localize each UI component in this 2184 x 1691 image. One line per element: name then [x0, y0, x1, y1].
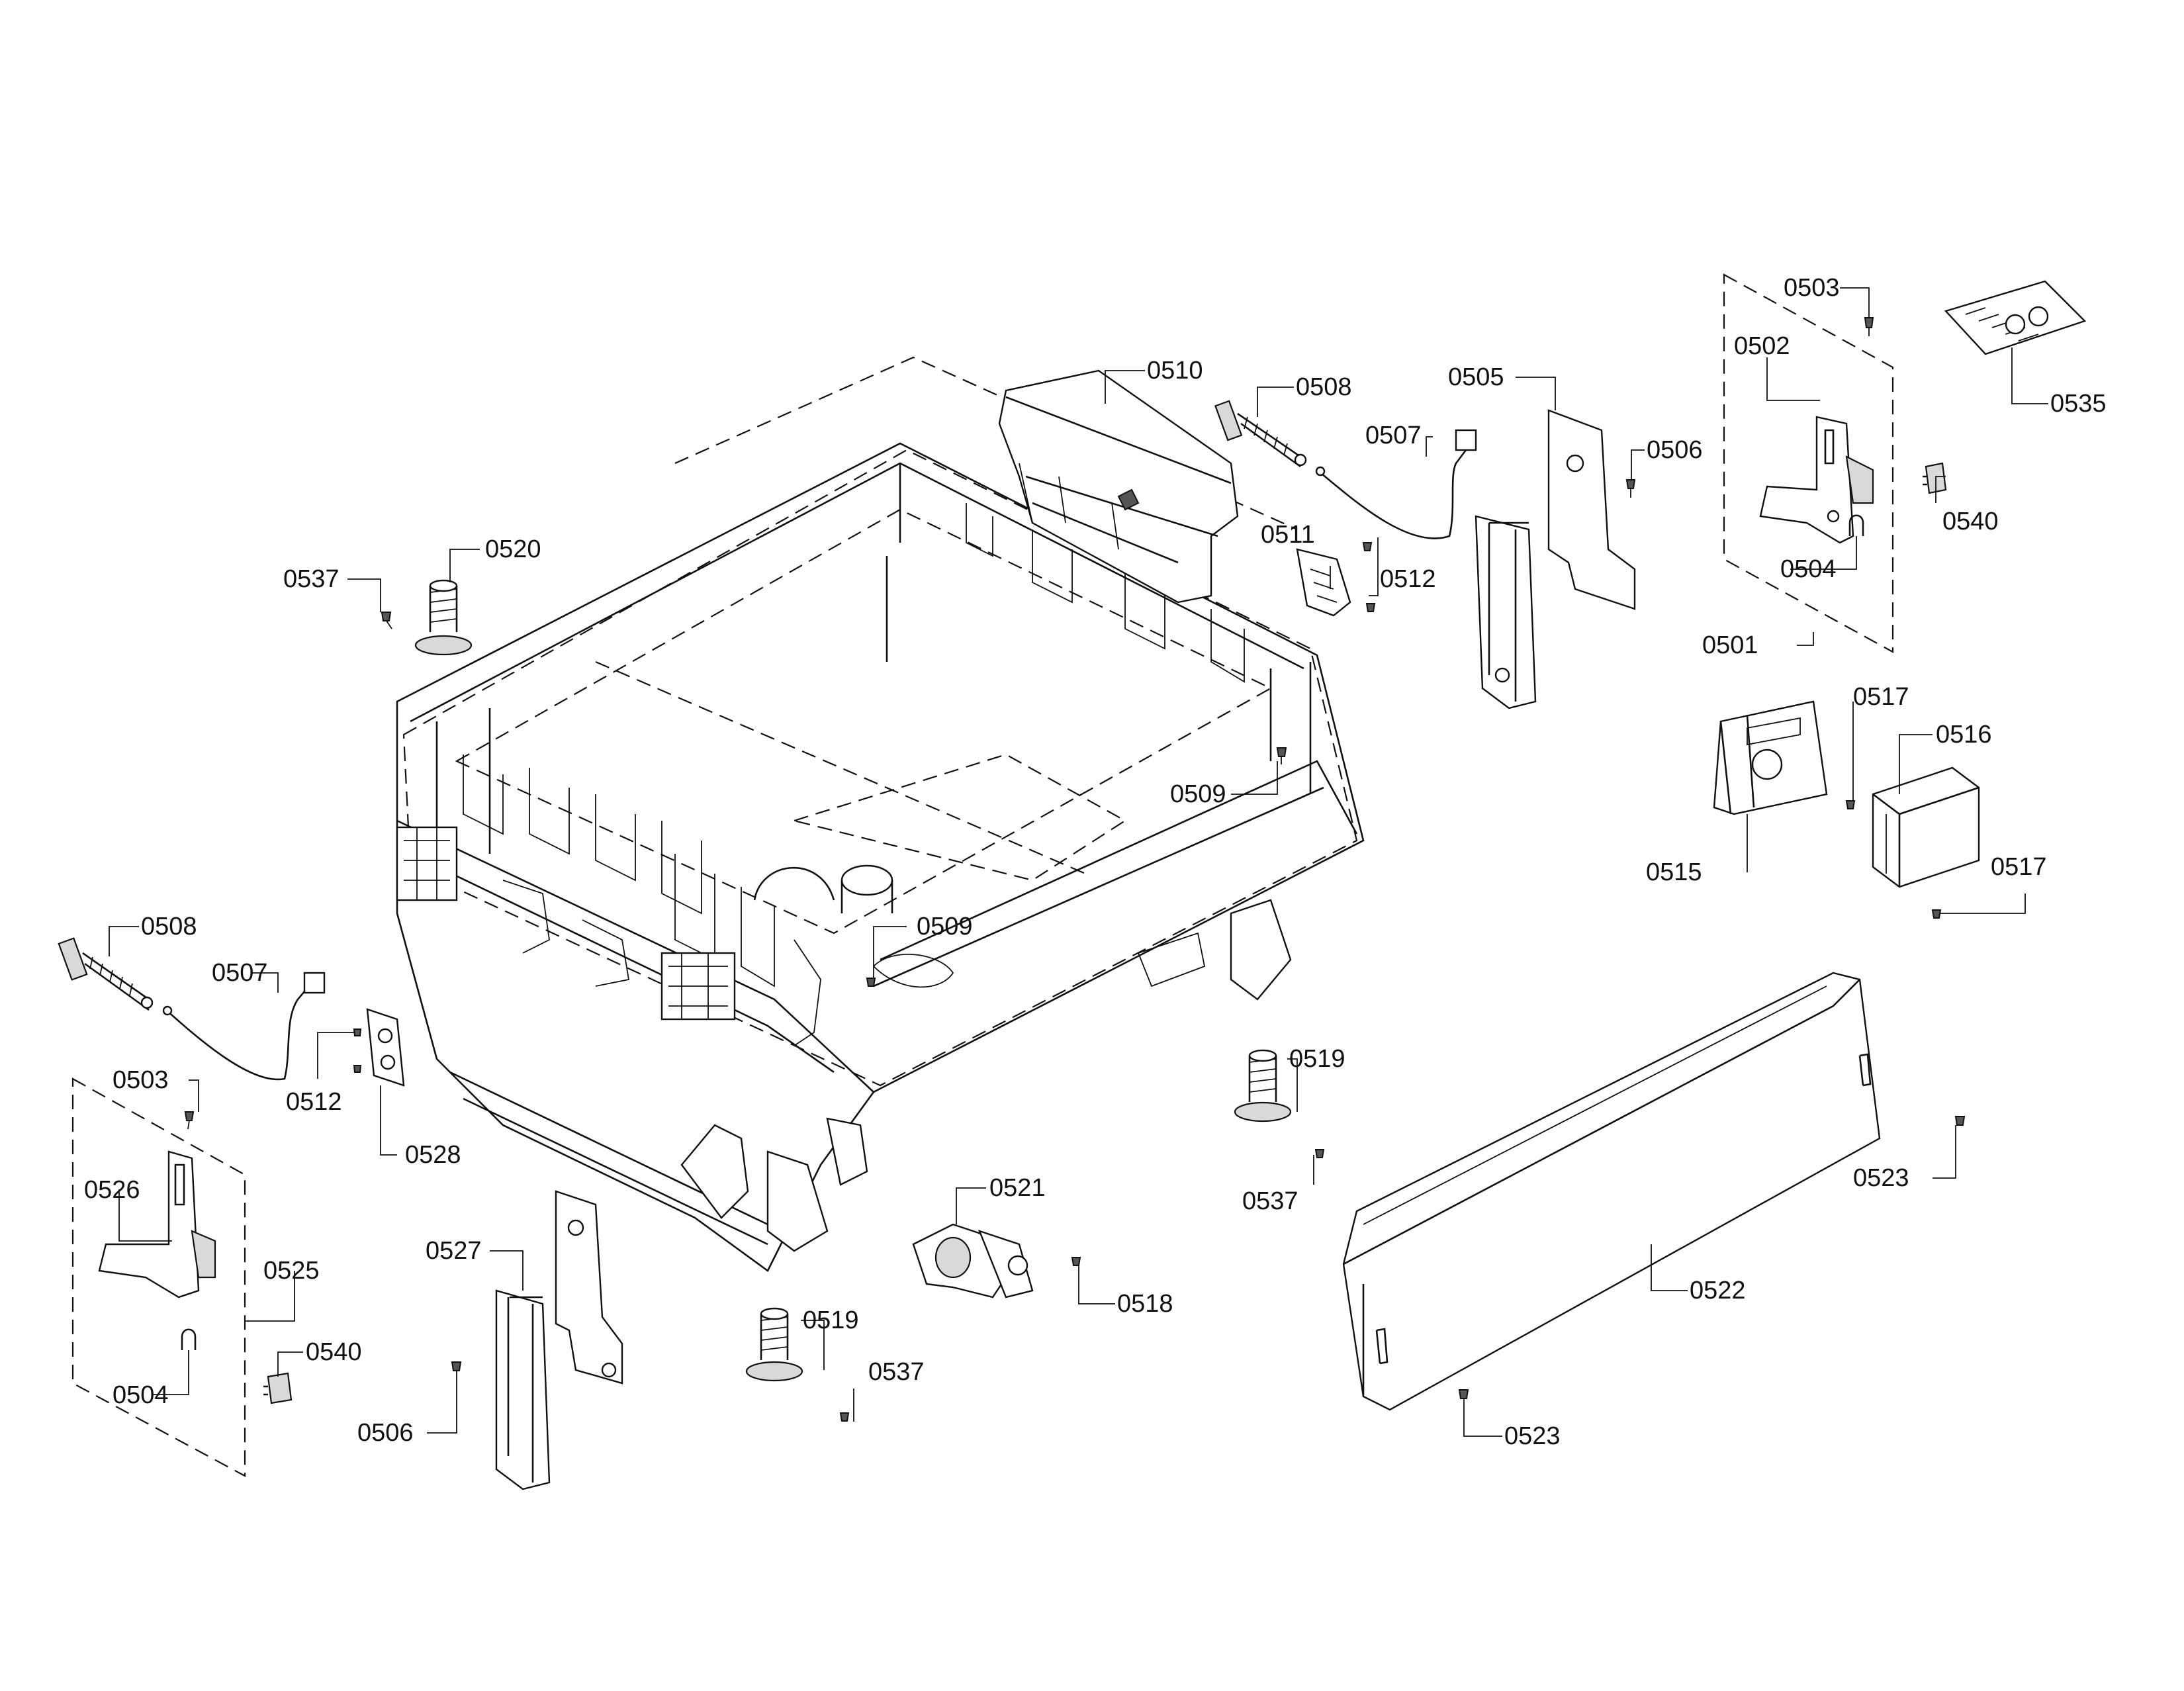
part-0527-hinge-bracket: [495, 1190, 623, 1490]
label-0523-bottom: 0523: [1504, 1422, 1561, 1450]
part-0501-hinge-assembly-top: [1723, 273, 1894, 653]
label-0509-lower: 0509: [917, 913, 973, 940]
part-0519-foot-right: [1234, 1049, 1292, 1122]
part-0515-box: [1713, 700, 1828, 815]
label-0512-left: 0512: [286, 1088, 342, 1116]
label-0508-left: 0508: [141, 913, 197, 940]
label-0523-right: 0523: [1853, 1164, 1909, 1192]
label-0507-left: 0507: [212, 959, 268, 987]
label-0517-top: 0517: [1853, 683, 1909, 711]
label-0517-bottom: 0517: [1991, 853, 2047, 881]
part-0507-cable-left: [162, 972, 326, 1081]
label-0503-left: 0503: [113, 1066, 169, 1094]
part-0512-screws-top: [1362, 542, 1376, 612]
part-0528-latch-plate: [353, 1008, 405, 1087]
label-0503-top: 0503: [1784, 274, 1840, 302]
label-0504-top: 0504: [1780, 555, 1837, 583]
part-0521-inlet-valve: [912, 1223, 1034, 1299]
part-0525-hinge-assembly-left: [71, 1077, 246, 1477]
label-0507-top: 0507: [1365, 422, 1422, 449]
label-0525: 0525: [263, 1257, 320, 1285]
part-0508-spring-top: [1214, 400, 1307, 468]
part-0520-foot: [414, 579, 473, 656]
label-0540-left: 0540: [306, 1338, 362, 1366]
label-0528: 0528: [405, 1141, 461, 1169]
part-0506-screw-top: [1625, 479, 1636, 498]
part-0523-screws: [1458, 1116, 1966, 1399]
label-0537-top: 0537: [283, 565, 340, 593]
label-0521: 0521: [989, 1174, 1046, 1202]
part-0506-screw-bottom: [451, 1361, 462, 1380]
part-0511-latch: [1296, 548, 1351, 617]
label-0535: 0535: [2050, 390, 2107, 418]
label-0537-right: 0537: [1242, 1187, 1298, 1215]
part-0509-screw-lower: [866, 978, 876, 987]
label-0520: 0520: [485, 535, 541, 563]
part-0508-spring-left: [58, 937, 154, 1011]
label-0516: 0516: [1936, 721, 1992, 749]
part-0540-bracket-top: [1923, 462, 1947, 494]
label-0526: 0526: [84, 1176, 140, 1204]
part-0540-bracket-left: [263, 1372, 293, 1404]
label-0502: 0502: [1734, 332, 1790, 360]
label-0509-top: 0509: [1170, 780, 1226, 808]
label-0512-top: 0512: [1380, 565, 1436, 593]
label-0522: 0522: [1690, 1277, 1746, 1304]
label-0510: 0510: [1147, 357, 1203, 385]
part-0510-housing: [998, 369, 1239, 604]
label-0501: 0501: [1702, 631, 1758, 659]
label-0540-top: 0540: [1942, 508, 1999, 535]
label-0537-bottom: 0537: [868, 1358, 925, 1386]
part-0505-hinge-bracket: [1475, 409, 1636, 709]
label-0506-bottom: 0506: [357, 1419, 414, 1447]
tub-base-frame: [396, 356, 1365, 1272]
label-0506-top: 0506: [1647, 436, 1703, 464]
part-0522-kick-panel: [1342, 972, 1881, 1411]
part-0507-cable-top: [1315, 429, 1477, 539]
part-0516-cover: [1872, 766, 1980, 888]
label-0511: 0511: [1261, 521, 1315, 549]
part-0519-foot-bottom: [745, 1307, 803, 1382]
label-0527: 0527: [426, 1237, 482, 1265]
label-0505: 0505: [1448, 363, 1504, 391]
label-0519-bottom: 0519: [803, 1306, 859, 1334]
leader-lines: [109, 287, 2048, 1437]
label-0508-top: 0508: [1296, 373, 1352, 401]
part-0509-screw-upper: [1276, 747, 1287, 764]
label-0504-left: 0504: [113, 1381, 169, 1409]
part-0537-screws: [839, 1149, 1325, 1422]
part-0535-plate: [1944, 280, 2087, 355]
label-0519-right: 0519: [1289, 1045, 1345, 1073]
part-0517-screws: [1845, 800, 1942, 919]
part-0537-screw-a: [381, 612, 392, 629]
part-0518-screw: [1071, 1257, 1081, 1266]
label-0518: 0518: [1117, 1290, 1173, 1318]
part-labels: 0510 0508 0507 0505 0506 0503 0502 0535 …: [84, 274, 2107, 1450]
label-0515: 0515: [1646, 858, 1702, 886]
